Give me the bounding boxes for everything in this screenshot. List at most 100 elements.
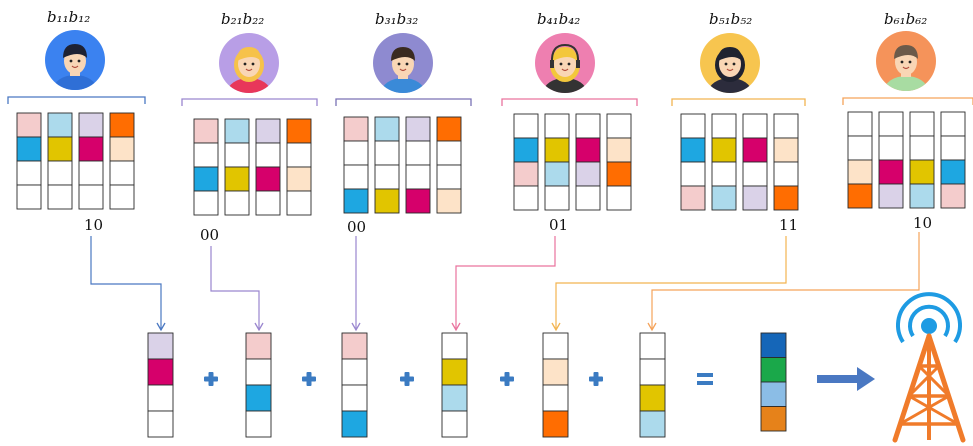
cell [680,185,706,211]
cell [878,159,904,185]
cell [47,112,73,138]
user-label-5: b₅₁b₅₂ [709,10,753,28]
cell [78,112,104,138]
cell [343,188,369,214]
cell [78,160,104,186]
cell [436,188,462,214]
cell [760,381,787,407]
codebook-column [909,111,935,209]
group-bracket-6 [842,97,973,105]
codebook-column [436,116,462,214]
codebook-column [343,116,369,214]
cell [542,332,569,360]
cell [773,137,799,163]
cell [286,142,312,168]
cell [606,161,632,187]
codebook-column [47,112,73,210]
bits-label-6: 10 [913,214,933,232]
cell [436,116,462,142]
codebook-column [78,112,104,210]
codebook-column [255,118,281,216]
cell [341,332,368,360]
cell [544,113,570,139]
arrow-head [551,322,561,332]
cell [940,159,966,185]
codebook-column [847,111,873,209]
cell [286,190,312,216]
codebook-column [773,113,799,211]
superimposed-result-column [760,332,787,432]
man-avatar-icon [373,33,433,93]
cell [255,190,281,216]
cell [909,135,935,161]
cell [286,118,312,144]
cell [711,113,737,139]
bits-label-4: 01 [549,216,569,234]
cell [760,357,787,383]
cell [680,137,706,163]
cell [940,183,966,209]
bits-label-1: 10 [84,216,104,234]
arrow-head [156,322,166,332]
cell [680,113,706,139]
selected-codeword-column [441,332,468,438]
codebook-column [606,113,632,211]
bits-label-3: 00 [347,218,367,236]
cell [847,135,873,161]
user-label-3: b₃₁b₃₂ [375,10,419,28]
cell [343,116,369,142]
cell [940,135,966,161]
cell [374,164,400,190]
cell [742,137,768,163]
cell [78,184,104,210]
cell [544,185,570,211]
cell [606,113,632,139]
cell [405,116,431,142]
group-bracket-5 [671,98,806,106]
cell [255,142,281,168]
cell [909,111,935,137]
cell [193,142,219,168]
cell [513,113,539,139]
cell [878,111,904,137]
user-label-4: b₄₁b₄₂ [537,10,581,28]
plus-sign [500,372,514,386]
arrow-head [647,322,657,332]
cell [147,384,174,412]
cell [847,111,873,137]
woman-avatar-icon [700,33,760,93]
cell [847,159,873,185]
cell [760,406,787,432]
cell [245,384,272,412]
cell [147,332,174,360]
cell [542,384,569,412]
cell [606,137,632,163]
cell [343,164,369,190]
cell [16,136,42,162]
codebook-column [193,118,219,216]
cell [680,161,706,187]
cell [341,358,368,386]
user-label-2: b₂₁b₂₂ [221,10,265,28]
cell [773,113,799,139]
girl-headset-avatar-icon [535,33,595,93]
arrow-head [254,322,264,332]
cell [16,184,42,210]
cell [109,184,135,210]
cell [441,410,468,438]
cell [639,358,666,386]
cell [513,161,539,187]
blonde-girl-avatar-icon [219,33,279,93]
user-label-1: b₁₁b₁₂ [47,8,91,26]
selected-codeword-column [341,332,368,438]
cell-tower-icon [892,292,966,443]
connector-arrow [455,236,556,330]
cell [544,161,570,187]
cell [374,188,400,214]
cell [513,137,539,163]
codebook-column [711,113,737,211]
cell [436,140,462,166]
cell [441,384,468,412]
arrow-head [351,322,361,332]
cell [575,161,601,187]
